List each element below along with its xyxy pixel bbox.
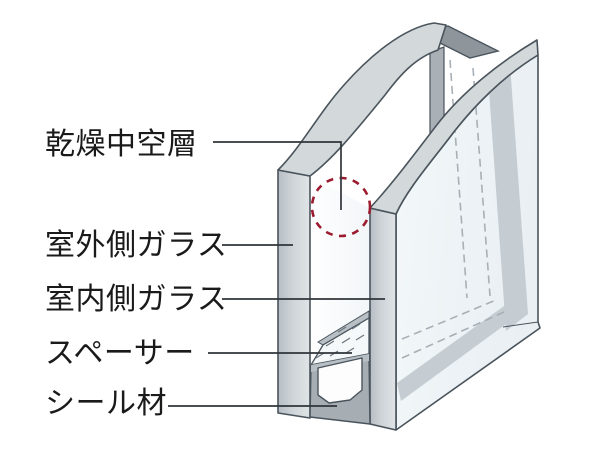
leader-lines bbox=[168, 141, 385, 407]
hidden-edge-dashes bbox=[401, 59, 505, 359]
label-dry-air-space: 乾燥中空層 bbox=[45, 128, 198, 161]
spacer-hollow bbox=[317, 357, 363, 404]
label-sealant: シール材 bbox=[45, 387, 167, 420]
indoor-glass-edge bbox=[369, 207, 397, 431]
outdoor-glass-wave-cut bbox=[277, 22, 447, 177]
bottom-crease-line bbox=[502, 321, 539, 328]
label-indoor-glass: 室内側ガラス bbox=[45, 283, 227, 316]
label-outdoor-glass: 室外側ガラス bbox=[45, 229, 227, 262]
frame-band-bottom bbox=[397, 301, 517, 401]
label-spacer: スペーサー bbox=[45, 337, 195, 370]
outdoor-glass-edge bbox=[277, 169, 311, 419]
leader-dry-air-space bbox=[213, 141, 342, 210]
frame-band-right bbox=[488, 64, 528, 331]
indoor-glass-wave-cut bbox=[369, 39, 539, 215]
